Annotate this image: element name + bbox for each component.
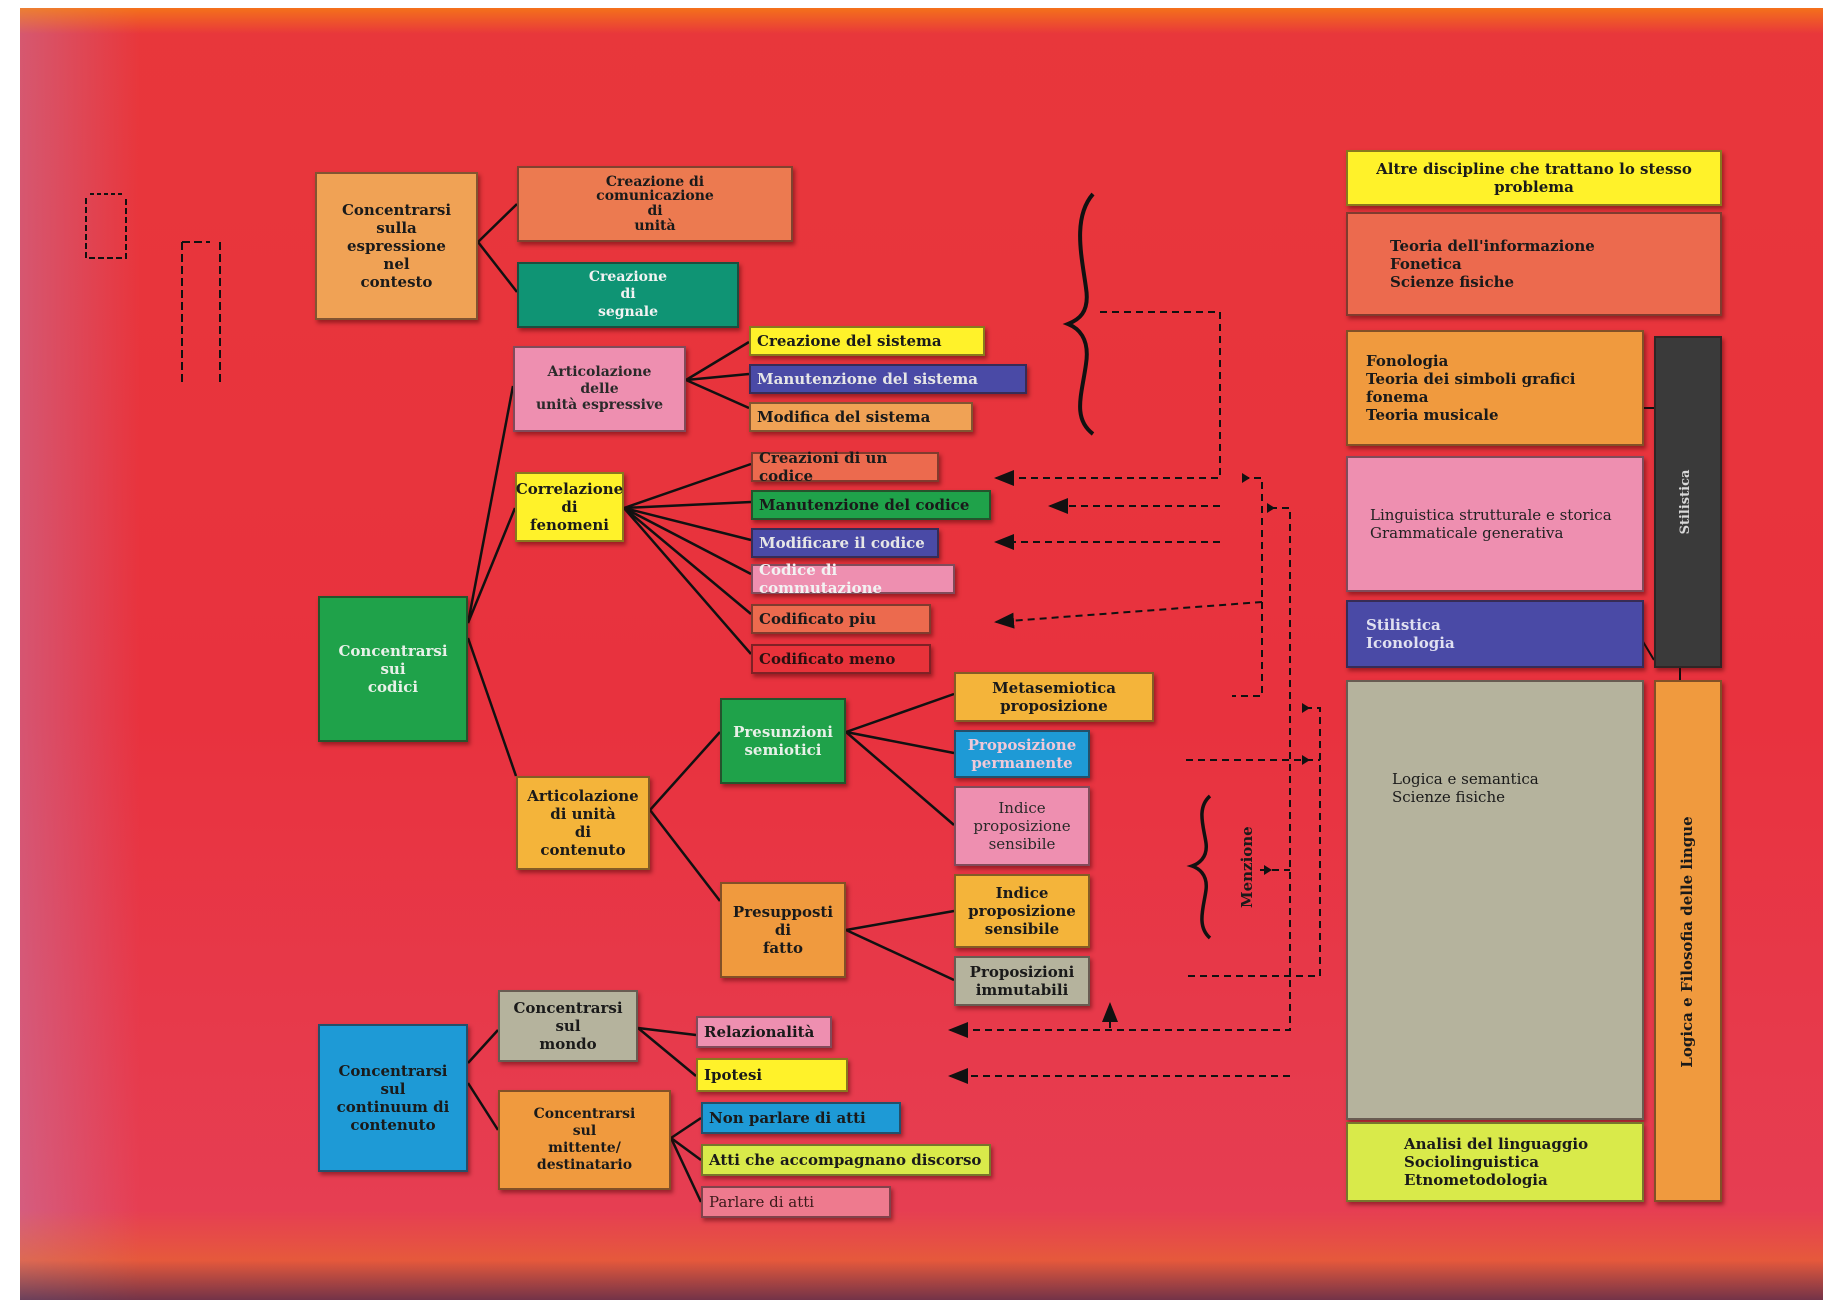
discipline-linguistica: Linguistica strutturale e storica Gramma… — [1346, 456, 1644, 592]
tree-lines — [466, 203, 955, 1203]
sidebar-stilistica — [1654, 336, 1722, 668]
box-relazionalita: Relazionalità — [696, 1016, 832, 1048]
box-creazione-sistema: Creazione del sistema — [749, 326, 985, 356]
box-concentrarsi-continuum: Concentrarsi sul continuum di contenuto — [318, 1024, 468, 1172]
box-articolazione-contenuto: Articolazione di unità di contenuto — [516, 776, 650, 870]
box-manutenzione-sistema: Manutenzione del sistema — [749, 364, 1027, 394]
curly-brace — [1062, 192, 1095, 436]
arrow-heads — [1242, 473, 1310, 875]
discipline-analisi-linguaggio: Analisi del linguaggio Sociolinguistica … — [1346, 1122, 1644, 1202]
box-manutenzione-codice: Manutenzione del codice — [751, 490, 991, 520]
sketch-marks — [85, 193, 221, 382]
box-proposizioni-immutabili: Proposizioni immutabili — [954, 956, 1090, 1006]
discipline-fonologia: Fonologia Teoria dei simboli grafici fon… — [1346, 330, 1644, 446]
box-correlazione-fenomeni: Correlazione di fenomeni — [515, 472, 624, 542]
sidebar-logica-filosofia — [1654, 680, 1722, 1202]
box-modificare-codice: Modificare il codice — [751, 528, 939, 558]
box-concentrarsi-mondo: Concentrarsi sul mondo — [498, 990, 638, 1062]
box-codice-commutazione: Codice di commutazione — [751, 561, 955, 597]
box-indice-sensibile-2: Indice proposizione sensibile — [954, 874, 1090, 948]
box-concentrarsi-codici: Concentrarsi sui codici — [318, 596, 468, 742]
diagram-connectors — [85, 192, 1681, 1203]
box-creazione-comunicazione: Creazione di comunicazione di unità — [517, 166, 793, 242]
box-codificato-meno: Codificato meno — [751, 644, 931, 674]
label-menzione: Menzione — [1238, 826, 1256, 908]
dashed-arrows — [948, 311, 1321, 1084]
discipline-logica-semantica: Logica e semantica Scienze fisiche — [1346, 680, 1644, 1120]
box-creazione-segnale: Creazione di segnale — [517, 262, 739, 328]
sidebar-logica-filosofia-label: Logica e Filosofia delle lingue — [1678, 816, 1696, 1068]
painted-canvas: Concentrarsi sulla espressione nel conte… — [20, 8, 1823, 1300]
box-atti-accompagnano: Atti che accompagnano discorso — [701, 1144, 991, 1176]
discipline-informazione: Teoria dell'informazione Fonetica Scienz… — [1346, 212, 1722, 316]
box-parlare-atti: Parlare di atti — [701, 1186, 891, 1218]
sidebar-stilistica-label: Stilistica — [1678, 469, 1693, 535]
discipline-stilistica: Stilistica Iconologia — [1346, 600, 1644, 668]
box-modifica-sistema: Modifica del sistema — [749, 402, 973, 432]
box-presupposti-fatto: Presupposti di fatto — [720, 882, 846, 978]
disciplines-header: Altre discipline che trattano lo stesso … — [1346, 150, 1722, 206]
box-metasemiotica: Metasemiotica proposizione — [954, 672, 1154, 722]
box-non-parlare-atti: Non parlare di atti — [701, 1102, 901, 1134]
menzione-brace — [1186, 794, 1212, 940]
box-articolazione-espressive: Articolazione delle unità espressive — [513, 346, 686, 432]
box-ipotesi: Ipotesi — [696, 1058, 848, 1092]
box-proposizione-permanente: Proposizione permanente — [954, 730, 1090, 778]
box-presunzioni-semiotici: Presunzioni semiotici — [720, 698, 846, 784]
box-concentrarsi-espressione: Concentrarsi sulla espressione nel conte… — [315, 172, 478, 320]
box-indice-sensibile-1: Indice proposizione sensibile — [954, 786, 1090, 866]
box-codificato-piu: Codificato piu — [751, 604, 931, 634]
box-creazioni-codice: Creazioni di un codice — [751, 449, 939, 485]
box-concentrarsi-mittente: Concentrarsi sul mittente/ destinatario — [498, 1090, 671, 1190]
